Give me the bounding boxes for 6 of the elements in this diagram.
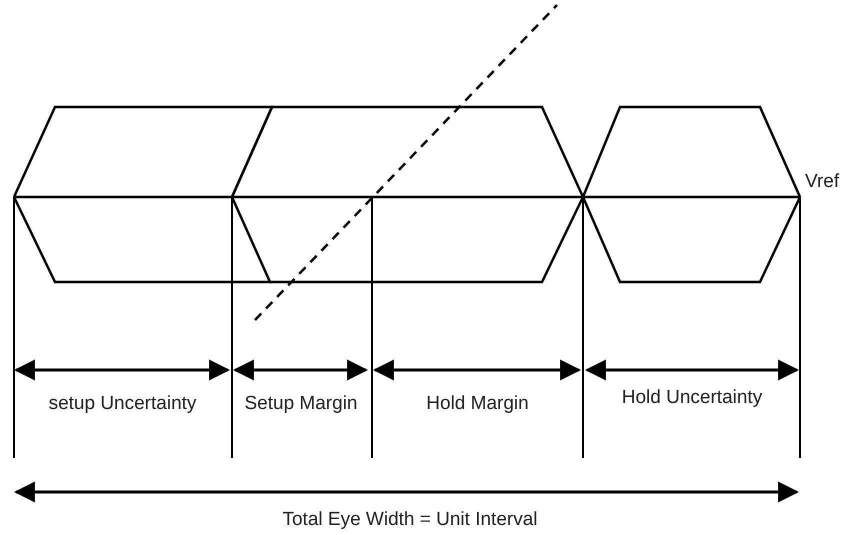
signal-label: Vref: [805, 171, 840, 192]
dimension-label: setup Uncertainty: [48, 393, 196, 414]
dimension-label: Total Eye Width = Unit Interval: [282, 509, 538, 530]
dimension-label: Setup Margin: [244, 393, 358, 414]
dimension-label: Hold Uncertainty: [622, 387, 762, 408]
dimension-label: Hold Margin: [426, 393, 529, 414]
